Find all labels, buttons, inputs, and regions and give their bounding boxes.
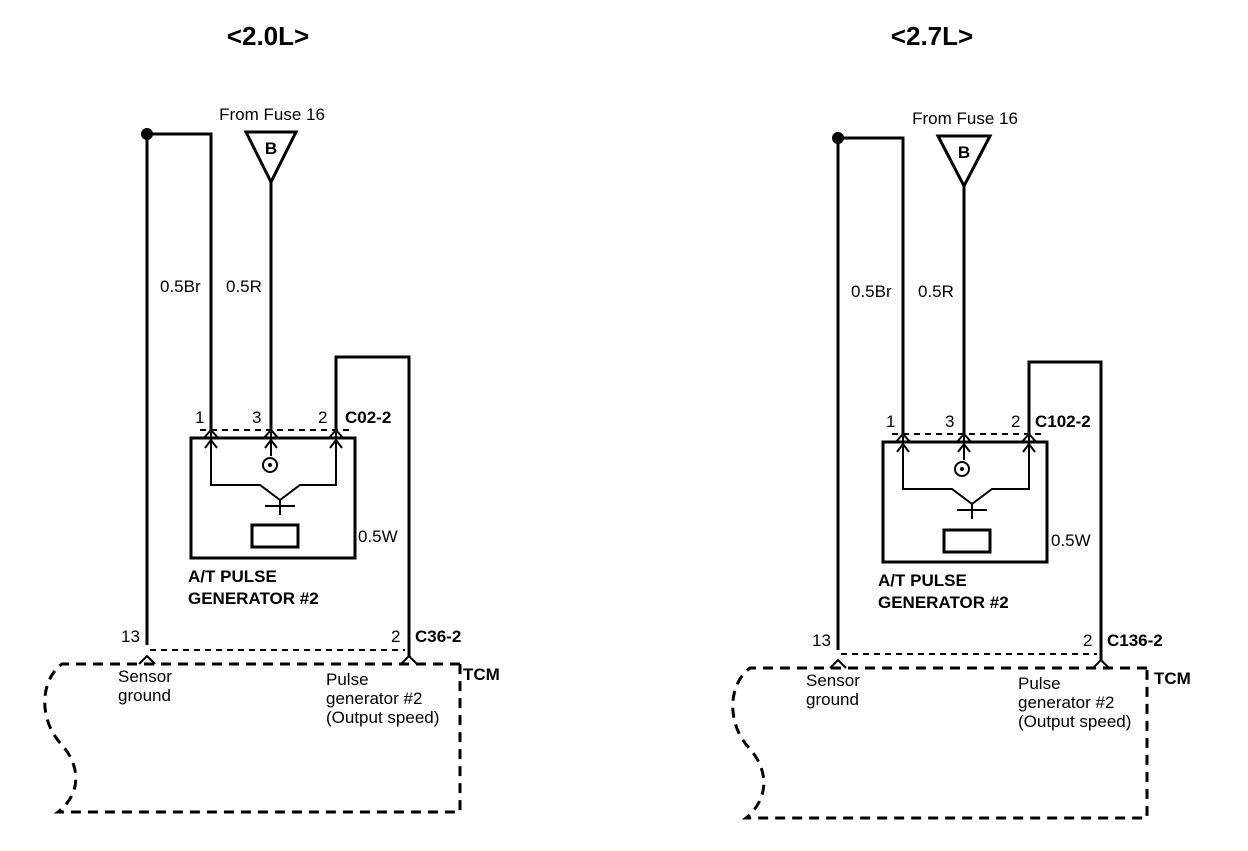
tcm-pin-13-label: 13 [121,627,140,646]
terminal-icon [829,658,847,669]
internal-wire-left [902,436,973,505]
internal-wire-left [210,432,281,501]
arrow-icon [264,438,278,449]
sensor-dot-icon [960,467,964,471]
terminal-icon [1092,658,1110,669]
pulse-gen-line3: (Output speed) [1018,712,1131,731]
pulse-gen-line3: (Output speed) [326,708,439,727]
diagram-title: <2.0L> [227,21,309,51]
terminal-icon [1020,432,1038,444]
wire-brown [836,136,905,650]
wire-label-br: 0.5Br [851,282,892,301]
component-label-line2: GENERATOR #2 [188,589,319,608]
tcm-pin-2-label: 2 [1083,631,1092,650]
wire-white [1027,360,1103,660]
wire-brown [145,132,213,645]
connector-gen-label: C102-2 [1035,412,1091,431]
pin-3-label: 3 [252,408,261,427]
sensor-dot-icon [268,463,272,467]
connector-tcm-label: C136-2 [1107,631,1163,650]
sensor-ground-line1: Sensor [118,667,172,686]
terminal-icon [138,654,156,665]
terminal-icon [894,432,912,444]
arrow-icon [1022,442,1036,453]
tcm-label: TCM [463,665,500,684]
internal-wire-right [279,432,337,501]
tcm-pin-13-label: 13 [812,631,831,650]
connector-tcm-label: C36-2 [415,627,461,646]
pin-1-label: 1 [886,412,895,431]
fuse-symbol: B [265,139,277,158]
wire-label-w: 0.5W [1051,531,1091,550]
sensor-icon [954,461,970,477]
wire-white [334,355,411,656]
pin-2-label: 2 [1011,412,1020,431]
fuse-label: From Fuse 16 [912,109,1018,128]
component-label-line2: GENERATOR #2 [878,593,1009,612]
sensor-ground-line2: ground [806,690,859,709]
terminal-icon [400,654,418,665]
coil-icon [942,528,992,554]
connector-gen-label: C02-2 [345,408,391,427]
pulse-gen-line1: Pulse [1018,674,1061,693]
tcm-outline [731,666,1149,820]
arrow-icon [896,442,910,453]
terminal-icon [327,428,345,440]
fuse-label: From Fuse 16 [219,105,325,124]
wire-label-r: 0.5R [226,277,262,296]
pulse-gen-line2: generator #2 [1018,693,1114,712]
fuse-symbol: B [958,143,970,162]
wire-label-br: 0.5Br [160,277,201,296]
sensor-ground-line2: ground [118,686,171,705]
diagram-2-7l: <2.7L> From Fuse 16 B 0.5Br 0.5R 0.5W 1 … [731,21,1191,820]
tcm-label: TCM [1154,669,1191,688]
tcm-pin-2-label: 2 [391,627,400,646]
splice-junction-icon [141,128,153,140]
tcm-outline [43,662,462,814]
diagram-2-0l: <2.0L> From Fuse 16 B 0.5Br 0.5R 0.5W 1 … [43,21,500,814]
pin-3-label: 3 [945,412,954,431]
pulse-gen-line1: Pulse [326,670,369,689]
pulse-gen-line2: generator #2 [326,689,422,708]
wire-label-r: 0.5R [918,282,954,301]
arrow-icon [329,438,343,449]
terminal-icon [202,428,220,440]
terminal-icon [955,432,973,444]
fuse-triangle-icon [243,130,299,186]
sensor-ground-line1: Sensor [806,671,860,690]
component-label-line1: A/T PULSE [878,571,967,590]
pin-2-label: 2 [318,408,327,427]
component-label-line1: A/T PULSE [188,567,277,586]
wire-label-w: 0.5W [358,527,398,546]
coil-icon [250,523,300,549]
internal-wire-right [971,436,1030,505]
terminal-icon [262,428,280,440]
splice-junction-icon [832,132,844,144]
sensor-icon [262,457,278,473]
fuse-triangle-icon [935,134,993,190]
pin-1-label: 1 [195,408,204,427]
arrow-icon [957,442,971,453]
pulse-generator-box [189,436,357,560]
diagram-title: <2.7L> [891,21,973,51]
arrow-icon [204,438,218,449]
